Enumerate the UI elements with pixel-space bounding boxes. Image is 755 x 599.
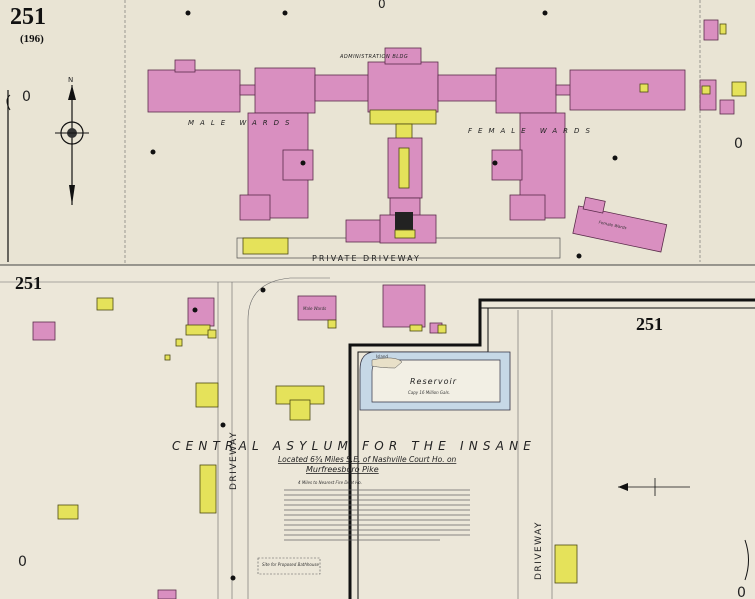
- female-wards-angled-annex: [582, 196, 606, 214]
- right-sheet-number: 251: [636, 314, 663, 334]
- male-wards-label: MALE WARDS: [188, 119, 295, 127]
- lower-west-building: [32, 321, 56, 341]
- zero-marker-right: 0: [734, 136, 743, 152]
- left-bracket-mark: [6, 94, 11, 111]
- right-bracket-mark: [744, 539, 749, 581]
- female-wards-angled-building: [572, 205, 668, 253]
- male-wards-west-tower: [174, 59, 196, 73]
- lower-pink-block: [187, 297, 215, 327]
- small-pink-bottom: [157, 589, 177, 599]
- female-wards-small-label: Female Wards: [598, 220, 627, 231]
- island: [371, 357, 403, 369]
- yellow-building-center-annex: [289, 399, 311, 421]
- small-yellow-3: [175, 338, 183, 347]
- male-wards-main-block: [254, 67, 316, 114]
- private-driveway-loop: [236, 237, 561, 259]
- sheet-sub-number: (196): [20, 33, 44, 45]
- sheet-number: 251: [10, 4, 46, 30]
- outbuilding-ne-2: [731, 81, 747, 97]
- female-wards-label: FEMALE WARDS: [468, 127, 596, 135]
- female-east-porch: [639, 83, 649, 93]
- lower-paper-tone: [0, 265, 755, 599]
- admin-west-corridor: [314, 74, 371, 102]
- zero-marker-bottom-right: 0: [737, 585, 746, 599]
- female-wards-connector: [555, 84, 573, 96]
- admin-east-corridor: [437, 74, 501, 102]
- lower-center-porch: [409, 324, 423, 332]
- admin-building-label: ADMINISTRATION BLDG: [339, 54, 408, 60]
- driveway-curve-inner: [247, 277, 330, 599]
- proposed-bathhouse-site: [257, 557, 321, 575]
- male-wards-east-annex: [282, 149, 314, 181]
- small-yellow-porch: [327, 319, 337, 329]
- male-wards-small-label: Male Wards: [303, 306, 326, 311]
- reservoir-label: Reservoir: [410, 377, 457, 386]
- compass: N: [55, 76, 89, 205]
- yellow-building-se: [554, 544, 578, 584]
- map-subtitle-line2: Murfreesboro Pike: [306, 465, 379, 474]
- female-wards-main-block: [495, 67, 557, 114]
- driveway-right-label: DRIVEWAY: [534, 521, 544, 580]
- boiler-house: [395, 212, 413, 230]
- administration-portico: [384, 47, 422, 65]
- outbuilding-ne-porch: [701, 85, 711, 95]
- boiler-porch: [394, 229, 416, 239]
- central-complex: [147, 19, 747, 255]
- small-yellow-5: [437, 324, 447, 334]
- proposed-bathhouse-label: Site for Proposed Bathhouse: [262, 562, 319, 567]
- zero-marker-left: 0: [22, 89, 31, 105]
- heavy-property-line: [348, 298, 755, 599]
- male-wards-west-block: [147, 69, 241, 113]
- north-arrow-icon: [68, 85, 76, 100]
- small-yellow-sw: [57, 504, 79, 520]
- outbuilding-ne-3: [719, 99, 735, 115]
- driveway-left-label: DRIVEWAY: [229, 431, 239, 490]
- lower-center-building: [382, 284, 426, 328]
- fire-dept-note: 4 Miles to Nearest Fire Dept Ho.: [298, 480, 362, 485]
- map-subtitle-line1: Located 6¾ Miles S.E. of Nashville Court…: [278, 455, 457, 464]
- compass-north-label: N: [68, 76, 73, 84]
- yellow-long-shed: [199, 464, 217, 514]
- small-yellow-4: [164, 354, 171, 361]
- south-arrow-icon: [69, 185, 75, 205]
- admin-yellow-porch: [369, 109, 437, 125]
- direction-arrow-icon: [618, 478, 690, 496]
- outbuilding-ne-1: [699, 79, 717, 111]
- female-wards-east-block: [569, 69, 686, 111]
- yellow-shed-driveway: [242, 237, 289, 255]
- central-yellow-strip: [398, 147, 410, 189]
- lower-pink-porch: [185, 324, 211, 336]
- female-wards-south-annex: [509, 194, 546, 221]
- hydrants: [150, 10, 618, 581]
- small-yellow-1: [96, 297, 114, 311]
- zero-marker-top: 0: [378, 0, 386, 11]
- private-driveway-label: PRIVATE DRIVEWAY: [312, 254, 421, 263]
- fine-print-block: [284, 489, 470, 541]
- male-wards-south-annex: [239, 194, 271, 221]
- island-label: Island: [376, 354, 388, 359]
- outbuilding-ne-top: [703, 19, 719, 41]
- male-wards-small-building: [297, 295, 337, 321]
- reservoir-capacity-label: Capy 16 Million Gals.: [408, 390, 450, 395]
- female-wards-west-annex: [491, 149, 523, 181]
- small-yellow-2: [207, 329, 217, 339]
- lower-buildings: [32, 284, 578, 599]
- outbuilding-ne-top-porch: [719, 23, 727, 35]
- administration-building: [367, 61, 439, 113]
- zero-marker-bottom-left: 0: [18, 554, 27, 570]
- yellow-barn-west: [195, 382, 219, 408]
- corner-sheet-number: 251: [15, 273, 42, 293]
- map-title: CENTRAL ASYLUM FOR THE INSANE: [172, 439, 536, 453]
